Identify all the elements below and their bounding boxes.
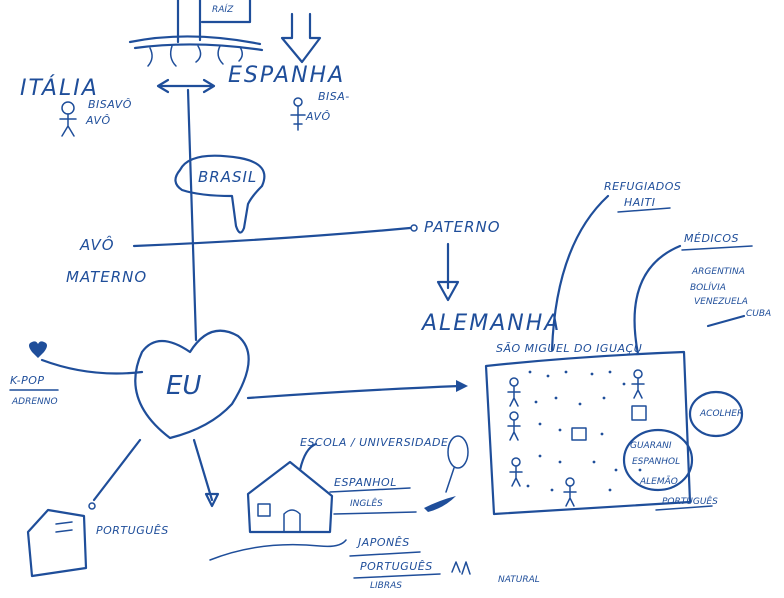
japones-label: JAPONÊS xyxy=(356,536,410,549)
alemanha-label: ALEMANHA xyxy=(420,311,561,336)
portugues-right-label: PORTUGUÊS xyxy=(662,495,718,507)
alemao-label: ALEMÃO xyxy=(639,476,678,487)
heart-icon xyxy=(134,329,250,440)
lineage-line xyxy=(132,226,412,248)
eu-label: EU xyxy=(166,371,201,401)
paterno-label: PATERNO xyxy=(424,218,501,236)
feather-icon xyxy=(424,496,456,512)
materno-label: MATERNO xyxy=(66,268,147,286)
city-map-icon xyxy=(484,350,692,516)
school-house-icon xyxy=(209,460,347,561)
lineage-dot xyxy=(410,224,418,232)
down-arrow-icon xyxy=(436,242,460,302)
right-arrow-icon xyxy=(246,380,468,400)
dots xyxy=(526,370,642,492)
kpop-line xyxy=(40,358,144,375)
speech-bubble-icon xyxy=(445,435,469,493)
sao-miguel-label: SÃO MIGUEL DO IGUAÇU xyxy=(496,342,642,355)
portugues-left-label: PORTUGUÊS xyxy=(96,524,169,537)
medicos-label: MÉDICOS xyxy=(684,232,739,245)
kpop-sub-label: ADRENNO xyxy=(11,397,58,407)
guarani-label: GUARANI xyxy=(630,441,672,451)
small-heart-icon xyxy=(29,341,47,358)
school-line xyxy=(298,442,318,472)
house-icon xyxy=(26,508,88,578)
venezuela-label: VENEZUELA xyxy=(694,297,748,307)
person-icon xyxy=(290,97,306,131)
escola-label: ESCOLA / UNIVERSIDADE xyxy=(300,436,448,449)
avo-label: AVÔ xyxy=(79,235,115,254)
italia-label: ITÁLIA xyxy=(20,75,99,101)
espanha-label: ESPANHA xyxy=(228,63,345,88)
bolivia-label: BOLÍVIA xyxy=(690,281,726,293)
portugues-mid-label: PORTUGUÊS xyxy=(360,560,433,573)
espanhol-label: ESPANHOL xyxy=(334,476,397,489)
libras-label: LIBRAS xyxy=(370,581,402,591)
down-arrow-icon xyxy=(280,12,322,64)
ingles-label: INGLÊS xyxy=(350,497,383,509)
hands-icon xyxy=(451,561,471,575)
trunk-line xyxy=(186,88,198,342)
double-arrow-icon xyxy=(156,78,216,94)
roots-icon xyxy=(128,0,264,67)
italia-avo-label: AVÔ xyxy=(85,114,111,127)
stick-figures xyxy=(507,369,645,507)
espanhol-right-label: ESPANHOL xyxy=(632,457,680,467)
roots-label: RAÍZ xyxy=(212,3,234,15)
argentina-label: ARGENTINA xyxy=(691,267,745,277)
line-mid xyxy=(192,438,214,502)
acolher-circle xyxy=(688,390,744,438)
natural-label: NATURAL xyxy=(498,575,540,585)
cuba-arrow xyxy=(706,314,746,328)
brasil-label: BRASIL xyxy=(198,168,257,186)
brasil-blob-icon xyxy=(174,154,266,234)
acolher-label: ACOLHER xyxy=(699,409,743,419)
person-icon xyxy=(59,101,77,137)
espanha-bisa-label: BISA- xyxy=(318,90,350,103)
medicos-line xyxy=(633,244,682,356)
line-left xyxy=(92,438,142,502)
cuba-label: CUBA xyxy=(746,309,771,319)
kpop-label: K-POP xyxy=(10,374,45,387)
refugiados-label: REFUGIADOS xyxy=(604,180,681,193)
languages-circle xyxy=(622,428,694,492)
refugiados-line xyxy=(550,194,610,352)
espanha-avo-label: AVÔ xyxy=(305,110,331,123)
haiti-label: HAITI xyxy=(624,196,656,209)
italia-bisavo-label: BISAVÔ xyxy=(88,98,132,111)
